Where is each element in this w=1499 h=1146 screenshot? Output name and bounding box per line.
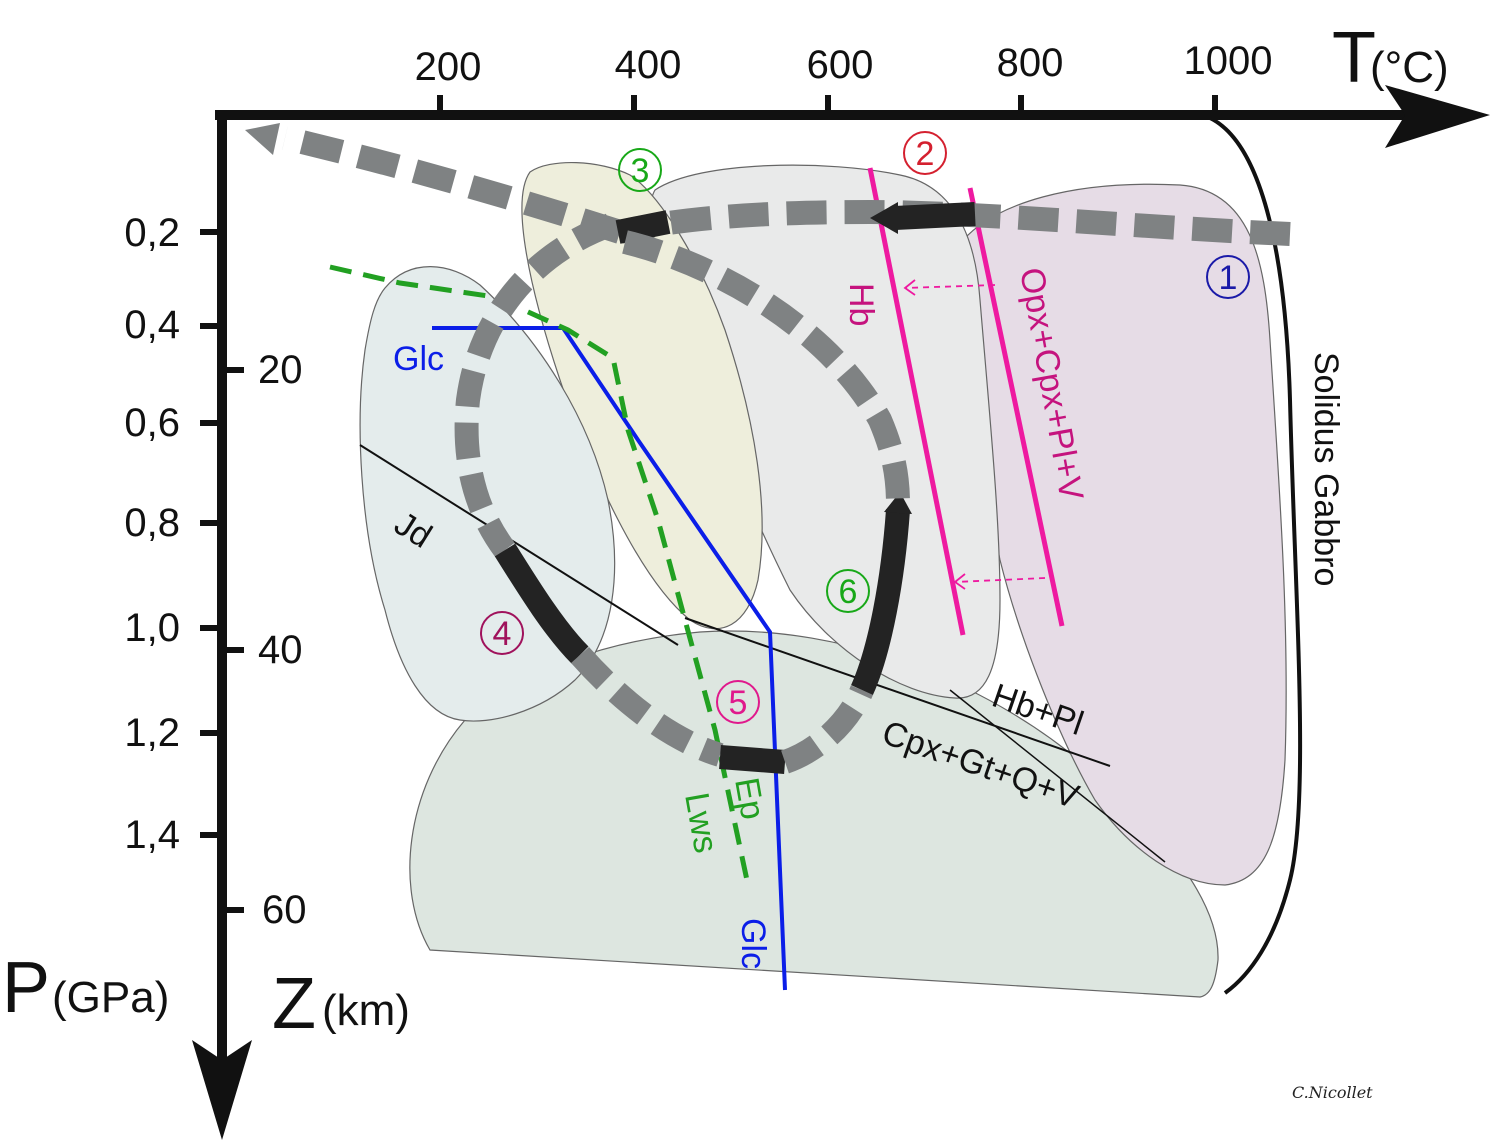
z-tick-label-40: 40: [258, 628, 303, 672]
pt-paths: [245, 123, 1291, 774]
hb-label: Hb: [842, 283, 880, 326]
t-tick-label-800: 800: [997, 41, 1064, 85]
t-axis-arrowhead: [1385, 85, 1490, 148]
path-2-solid: [894, 202, 976, 230]
cpx-gt-reaction-line: [949, 689, 1166, 863]
path-3-dashed: [282, 126, 624, 244]
stage-marker-6-label: 6: [839, 573, 858, 611]
stage-marker-1-label: 1: [1219, 259, 1238, 297]
stage-marker-5: 5: [716, 680, 760, 724]
path-6-solid: [850, 509, 910, 695]
hb-arrow-lower: [954, 577, 1046, 583]
p-tick-label-0-8: 0,8: [124, 501, 180, 545]
path-4-solid: [494, 543, 589, 664]
z-axis-unit: (km): [322, 986, 410, 1035]
t-tick-label-400: 400: [615, 43, 682, 87]
opx-cpx-line: [967, 187, 1065, 627]
t-axis-title: T: [1332, 18, 1376, 98]
stage-marker-4-label: 4: [493, 615, 512, 653]
hb-pl-reaction-line: [684, 617, 1111, 767]
path-6-arrowhead: [884, 492, 912, 514]
path-3-arrowhead: [245, 123, 280, 155]
z-axis-title: Z: [272, 964, 316, 1044]
reaction-lines: [329, 116, 1303, 995]
granulite-field: [954, 183, 1287, 886]
stage-marker-3-label: 3: [631, 152, 650, 190]
stage-marker-6: 6: [826, 569, 870, 613]
path-3-solid: [615, 210, 671, 244]
hb-arrow-upper: [904, 284, 996, 289]
path-6-dashed-loop: [780, 685, 874, 774]
ep-label: Ep: [727, 775, 772, 823]
hb-arrow-upper-head: [903, 279, 916, 296]
p-tick-label-0-6: 0,6: [124, 401, 180, 445]
z-tick-label-60: 60: [262, 888, 307, 932]
t-axis-unit: (°C): [1370, 43, 1449, 92]
p-tick-label-1-0: 1,0: [124, 606, 180, 650]
p-axis-title: P: [2, 948, 50, 1028]
path-2-arrowhead: [870, 202, 898, 234]
stage-marker-2-label: 2: [916, 135, 935, 173]
glc-label-bottom: Glc: [734, 918, 772, 969]
lawsonite-epidote-line: [329, 264, 751, 886]
p-tick-label-0-4: 0,4: [124, 303, 180, 347]
solidus-gabbro-label: Solidus Gabbro: [1307, 352, 1345, 586]
stage-marker-3: 3: [618, 148, 662, 192]
z-tick-label-20: 20: [258, 348, 303, 392]
path-4-dashed: [454, 213, 615, 558]
path-5-dashed: [571, 647, 724, 767]
p-axis-arrowhead: [192, 1040, 252, 1140]
path-1-dashed: [617, 199, 1291, 246]
author-credit: C.Nicollet: [1292, 1083, 1373, 1102]
eclogite-field: [409, 630, 1219, 998]
axes: 200 400 600 800 1000 0,2 0,4 0,6 0,8 1,0…: [2, 18, 1490, 1140]
glc-label-top: Glc: [393, 340, 444, 378]
t-tick-label-1000: 1000: [1184, 39, 1273, 83]
hb-arrow-lower-head: [953, 573, 966, 590]
stage-marker-1: 1: [1206, 255, 1250, 299]
p-tick-label-1-2: 1,2: [124, 711, 180, 755]
stage-markers: 1 2 3 4 5 6: [480, 131, 1250, 724]
t-tick-label-200: 200: [415, 45, 482, 89]
t-tick-label-600: 600: [807, 43, 874, 87]
stage-marker-4: 4: [480, 611, 524, 655]
p-tick-label-1-4: 1,4: [124, 813, 180, 857]
p-axis-unit: (GPa): [52, 973, 169, 1022]
hornblende-line: [867, 167, 966, 636]
jd-reaction-line: [359, 444, 679, 646]
p-tick-label-0-2: 0,2: [124, 211, 180, 255]
path-5-solid: [719, 745, 786, 774]
stage-marker-2: 2: [903, 131, 947, 175]
facies-fields: [359, 161, 1287, 998]
solidus-gabbro-curve: [1209, 116, 1303, 995]
path-prograde-dashed: [622, 230, 910, 506]
stage-marker-5-label: 5: [729, 684, 748, 722]
